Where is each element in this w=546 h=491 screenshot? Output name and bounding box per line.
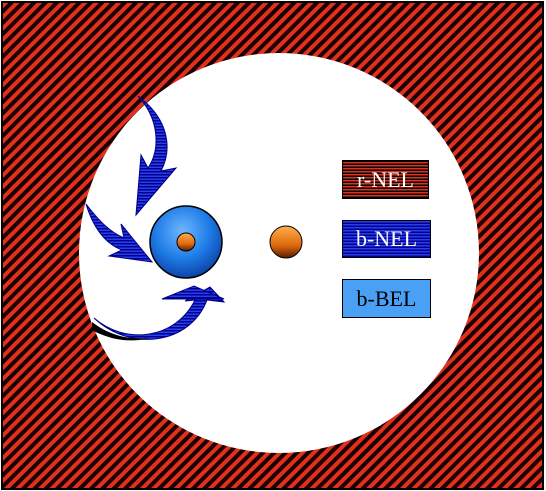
secondary-body bbox=[270, 226, 302, 258]
legend-b-nel: b-NEL bbox=[342, 220, 431, 258]
legend-b-nel-label: b-NEL bbox=[356, 226, 417, 252]
legend-r-nel-label: r-NEL bbox=[357, 167, 414, 193]
legend-b-bel: b-BEL bbox=[342, 279, 431, 318]
central-nucleus bbox=[177, 233, 195, 251]
legend-r-nel: r-NEL bbox=[342, 160, 429, 199]
legend-b-bel-label: b-BEL bbox=[357, 286, 417, 312]
